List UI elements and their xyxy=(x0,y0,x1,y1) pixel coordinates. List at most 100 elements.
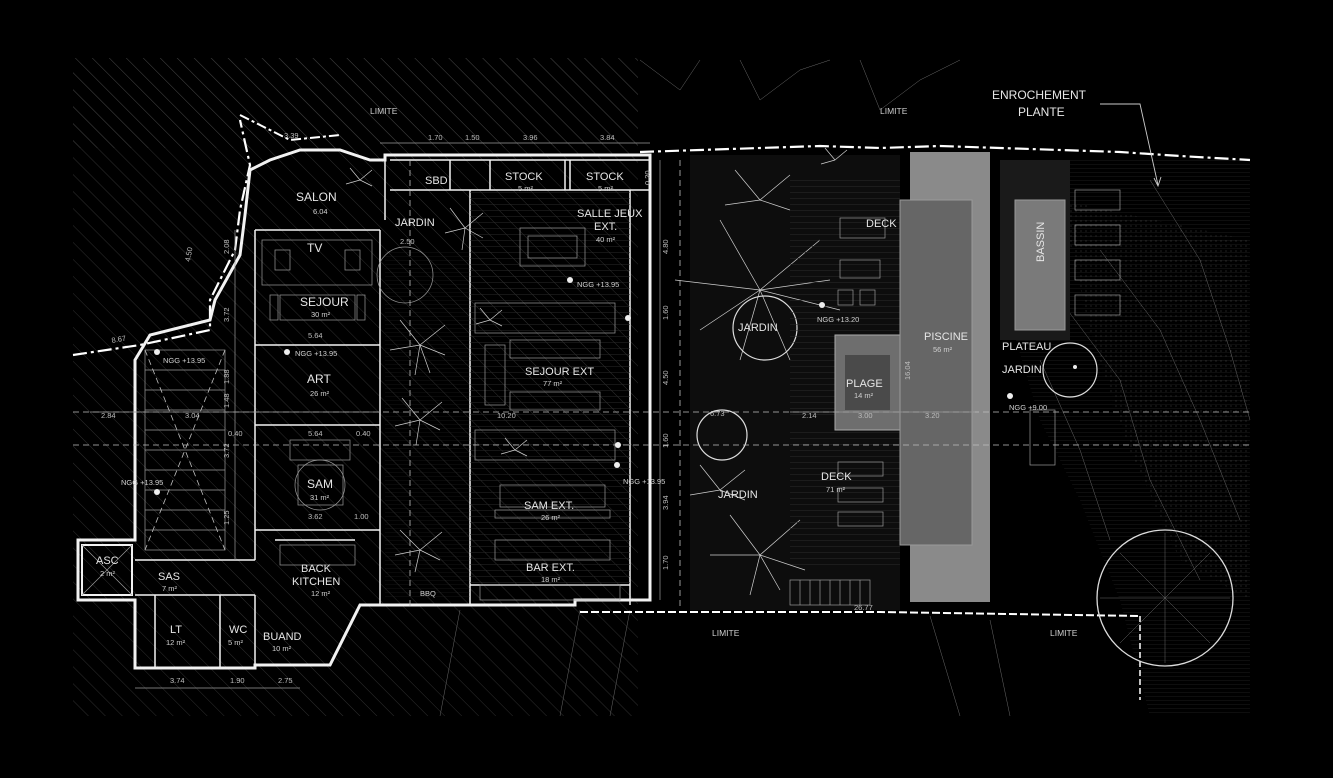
svg-text:3.84: 3.84 xyxy=(600,133,615,142)
svg-text:26.77: 26.77 xyxy=(854,603,873,612)
room-asc: ASC xyxy=(96,555,119,567)
svg-text:2.84: 2.84 xyxy=(101,411,116,420)
svg-text:5 m²: 5 m² xyxy=(518,184,534,193)
dimension-labels: 3.39 1.70 1.50 3.96 3.84 4.80 1.60 4.50 … xyxy=(101,131,940,685)
svg-text:26 m²: 26 m² xyxy=(541,513,561,522)
property-limit-bottom xyxy=(580,611,1141,617)
svg-text:2.50: 2.50 xyxy=(400,237,415,246)
svg-text:NGG +13.95: NGG +13.95 xyxy=(121,478,163,487)
house-walls xyxy=(76,148,652,670)
svg-text:77 m²: 77 m² xyxy=(543,379,563,388)
svg-text:1.88: 1.88 xyxy=(222,369,231,384)
room-sas: SAS xyxy=(158,571,180,583)
svg-text:8.67: 8.67 xyxy=(111,334,127,345)
svg-text:0.20: 0.20 xyxy=(643,170,652,185)
svg-text:6.04: 6.04 xyxy=(313,207,328,216)
svg-text:3.72: 3.72 xyxy=(222,307,231,322)
svg-text:3.72: 3.72 xyxy=(222,443,231,458)
svg-text:1.60: 1.60 xyxy=(661,433,670,448)
svg-text:5 m²: 5 m² xyxy=(598,184,614,193)
room-salon: SALON xyxy=(296,190,337,204)
svg-text:4.80: 4.80 xyxy=(661,239,670,254)
room-jardin-top: JARDIN xyxy=(395,217,435,229)
svg-text:JARDIN: JARDIN xyxy=(1002,364,1042,376)
svg-text:71 m²: 71 m² xyxy=(826,485,846,494)
room-back-kitchen: BACK xyxy=(301,563,332,575)
svg-text:NGG +13.95: NGG +13.95 xyxy=(163,356,205,365)
svg-text:56 m²: 56 m² xyxy=(933,345,953,354)
svg-text:3.39: 3.39 xyxy=(284,131,299,140)
room-art: ART xyxy=(307,372,331,386)
svg-text:1.90: 1.90 xyxy=(230,676,245,685)
property-limit-top xyxy=(639,144,1251,162)
svg-text:3.96: 3.96 xyxy=(523,133,538,142)
svg-text:10 m²: 10 m² xyxy=(272,644,292,653)
svg-text:3.00: 3.00 xyxy=(858,411,873,420)
bbq-label: BBQ xyxy=(420,589,436,598)
room-stock-1: STOCK xyxy=(505,171,543,183)
level-labels: NGG +13.95 NGG +13.95 NGG +13.95 NGG +13… xyxy=(121,280,1047,487)
room-sbd: SBD xyxy=(425,175,448,187)
svg-text:18 m²: 18 m² xyxy=(541,575,561,584)
svg-text:3.20: 3.20 xyxy=(925,411,940,420)
room-plateau: PLATEAU xyxy=(1002,341,1051,353)
svg-text:5.64: 5.64 xyxy=(308,331,323,340)
basin xyxy=(1014,199,1066,331)
svg-text:NGG +13.20: NGG +13.20 xyxy=(817,315,859,324)
room-stock-2: STOCK xyxy=(586,171,624,183)
svg-text:1.25: 1.25 xyxy=(222,510,231,525)
svg-text:30 m²: 30 m² xyxy=(311,310,331,319)
svg-text:5 m²: 5 m² xyxy=(228,638,244,647)
room-jardin-mid: JARDIN xyxy=(738,322,778,334)
svg-text:6.73: 6.73 xyxy=(710,409,725,418)
svg-text:31 m²: 31 m² xyxy=(310,493,330,502)
room-bassin: BASSIN xyxy=(1035,222,1047,262)
svg-text:16.04: 16.04 xyxy=(903,361,912,380)
room-bar-ext: BAR EXT. xyxy=(526,562,575,574)
svg-text:KITCHEN: KITCHEN xyxy=(292,576,340,588)
svg-text:5.64: 5.64 xyxy=(308,429,323,438)
plante-label: PLANTE xyxy=(1018,105,1065,119)
svg-text:NGG +9.00: NGG +9.00 xyxy=(1009,403,1047,412)
svg-text:2.75: 2.75 xyxy=(278,676,293,685)
svg-text:2.14: 2.14 xyxy=(802,411,817,420)
svg-text:26 m²: 26 m² xyxy=(310,389,330,398)
room-labels: SALON 6.04 SBD STOCK 5 m² STOCK 5 m² JAR… xyxy=(96,171,1051,653)
svg-text:EXT.: EXT. xyxy=(594,221,617,233)
limit-label-3: LIMITE xyxy=(712,628,740,638)
room-sam: SAM xyxy=(307,477,333,491)
limit-label-2: LIMITE xyxy=(880,106,908,116)
room-wc: WC xyxy=(229,624,247,636)
room-piscine: PISCINE xyxy=(924,331,968,343)
svg-text:1.70: 1.70 xyxy=(661,555,670,570)
room-deck-top: DECK xyxy=(866,218,897,230)
room-sejour-ext: SEJOUR EXT xyxy=(525,366,594,378)
limit-label-1: LIMITE xyxy=(370,106,398,116)
svg-text:1.48: 1.48 xyxy=(222,393,231,408)
svg-text:2.08: 2.08 xyxy=(222,239,231,254)
room-sam-ext: SAM EXT. xyxy=(524,500,574,512)
site-labels: LIMITE LIMITE LIMITE LIMITE ENROCHEMENT … xyxy=(370,88,1087,638)
svg-text:0.40: 0.40 xyxy=(228,429,243,438)
stairs xyxy=(144,349,226,551)
svg-text:3.94: 3.94 xyxy=(661,495,670,510)
svg-text:14 m²: 14 m² xyxy=(854,391,874,400)
svg-text:1.00: 1.00 xyxy=(354,512,369,521)
svg-text:12 m²: 12 m² xyxy=(311,589,331,598)
living-furniture xyxy=(261,239,373,566)
svg-text:10.20: 10.20 xyxy=(497,411,516,420)
limit-label-4: LIMITE xyxy=(1050,628,1078,638)
room-salle-jeux: SALLE JEUX xyxy=(577,208,643,220)
room-buand: BUAND xyxy=(263,631,302,643)
room-jardin-low: JARDIN xyxy=(718,489,758,501)
outdoor-furniture xyxy=(474,227,621,601)
room-tv: TV xyxy=(307,241,322,255)
svg-text:NGG +13.95: NGG +13.95 xyxy=(623,477,665,486)
svg-text:4.50: 4.50 xyxy=(183,246,194,262)
svg-text:1.70: 1.70 xyxy=(428,133,443,142)
svg-text:1.60: 1.60 xyxy=(661,305,670,320)
enrochement-label: ENROCHEMENT xyxy=(992,88,1087,102)
svg-text:4.50: 4.50 xyxy=(661,370,670,385)
svg-text:0.40: 0.40 xyxy=(356,429,371,438)
